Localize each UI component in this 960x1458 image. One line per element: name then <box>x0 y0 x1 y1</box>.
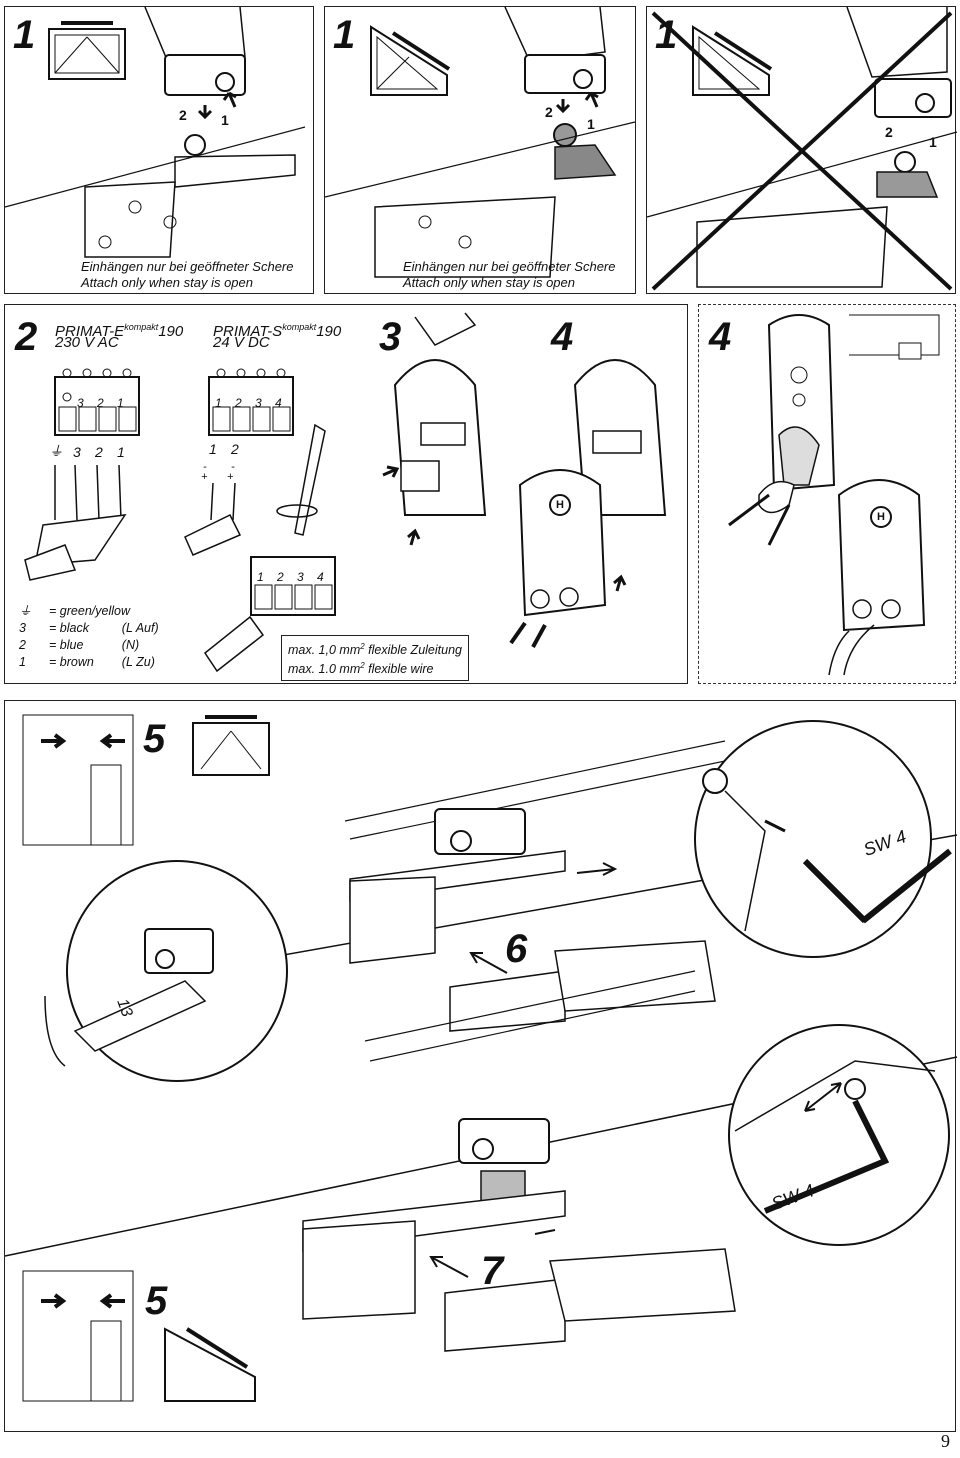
terminal-s-label-3: 3 <box>255 396 262 410</box>
model-s-name: PRIMAT-S <box>213 323 283 340</box>
polarity-minus-1: - <box>203 461 207 473</box>
svg-text:2: 2 <box>545 104 553 120</box>
terminal-e-label-3: 3 <box>77 396 84 410</box>
mounting-illustration <box>4 714 958 1402</box>
polarity-plus-1: + <box>201 471 208 483</box>
wire-s-label-1: 1 <box>209 441 217 457</box>
window-closed-icon <box>48 21 126 80</box>
svg-text:2: 2 <box>179 107 187 123</box>
window-tilted-icon <box>370 25 451 96</box>
svg-text:2: 2 <box>276 570 284 584</box>
polarity-plus-2: + <box>227 471 234 483</box>
actuator-attach-illustration: 2 1 <box>324 6 636 278</box>
step1-panel-a: 1 2 1 Einhängen nur bei geöffneter Scher… <box>4 6 314 294</box>
step5-7-panel: 5 6 7 5 13 SW 4 SW 4 <box>4 700 958 1432</box>
legend-row: 2= blue(N) <box>19 638 140 652</box>
model-e-sup: kompakt <box>124 322 159 332</box>
caption-de: Einhängen nur bei geöffneter Schere <box>81 259 294 274</box>
svg-text:4: 4 <box>317 570 324 584</box>
svg-text:3: 3 <box>297 570 304 584</box>
terminal-block-e <box>54 368 140 436</box>
model-s-title: PRIMAT-Skompakt190 <box>213 319 341 340</box>
legend-row: ⏚= green/yellow <box>19 604 130 618</box>
terminal-e-label-2: 2 <box>97 396 104 410</box>
cover-mark-h: H <box>556 499 564 511</box>
step-number: 1 <box>655 13 678 57</box>
model-e-title: PRIMAT-Ekompakt190 <box>55 319 183 340</box>
step-number-4: 4 <box>551 315 574 359</box>
step-number-5b: 5 <box>145 1279 168 1323</box>
model-s-size: 190 <box>316 323 342 340</box>
svg-text:1: 1 <box>221 112 229 128</box>
model-s-sup: kompakt <box>282 322 317 332</box>
model-e-voltage: 230 V AC <box>55 334 119 351</box>
step-number-3: 3 <box>379 315 402 359</box>
cover-removal-illustration <box>728 314 940 676</box>
wire-e-ground-icon: ⏚ <box>49 443 63 459</box>
step-number-7: 7 <box>481 1249 504 1293</box>
caption-de: Einhängen nur bei geöffneter Schere <box>403 259 616 274</box>
wire-e-label-1: 1 <box>117 444 125 460</box>
polarity-minus-2: - <box>231 461 235 473</box>
step4-alt-panel: 4 H <box>698 304 956 684</box>
terminal-s-label-2: 2 <box>235 396 242 410</box>
step-number: 4 <box>709 315 732 359</box>
caption-en: Attach only when stay is open <box>403 275 575 290</box>
legend-row: 1= brown(L Zu) <box>19 655 155 669</box>
caption-en: Attach only when stay is open <box>81 275 253 290</box>
cover-mark-h: H <box>877 511 885 523</box>
cable-illustration: 1 2 3 4 <box>24 312 667 673</box>
window-tilted-icon <box>692 25 773 96</box>
step-number: 1 <box>13 13 36 57</box>
step-number: 1 <box>333 13 356 57</box>
step2-4-panel: 2 PRIMAT-Ekompakt190 230 V AC PRIMAT-Sko… <box>4 304 688 684</box>
wire-s-label-2: 2 <box>231 441 239 457</box>
wire-spec-de: max. 1,0 mm2 flexible Zuleitung <box>288 642 462 658</box>
step-number: 2 <box>15 315 38 359</box>
terminal-block-s <box>208 368 294 436</box>
step1-panel-c-wrong: 1 2 1 <box>646 6 958 294</box>
step-number-5: 5 <box>143 717 166 761</box>
svg-text:1: 1 <box>929 134 937 150</box>
svg-text:1: 1 <box>257 570 264 584</box>
terminal-e-label-1: 1 <box>117 396 124 410</box>
actuator-wrong-illustration: 2 1 <box>646 6 958 291</box>
svg-text:1: 1 <box>587 116 595 132</box>
terminal-s-label-4: 4 <box>275 396 282 410</box>
wire-e-label-3: 3 <box>73 444 81 460</box>
wire-spec-en: max. 1.0 mm2 flexible wire <box>288 661 434 677</box>
svg-text:2: 2 <box>885 124 893 140</box>
wire-color-legend: ⏚= green/yellow 3= black(L Auf) 2= blue(… <box>19 603 159 671</box>
model-e-name: PRIMAT-E <box>55 323 125 340</box>
wire-spec-note: max. 1,0 mm2 flexible Zuleitung max. 1.0… <box>281 635 469 682</box>
actuator-attach-illustration: 2 1 <box>4 6 306 258</box>
model-s-voltage: 24 V DC <box>213 334 270 351</box>
page-number: 9 <box>941 1431 950 1451</box>
wire-e-label-2: 2 <box>95 444 103 460</box>
step1-panel-b: 1 2 1 Einhängen nur bei geöffneter Scher… <box>324 6 636 294</box>
step-number-6: 6 <box>505 927 528 971</box>
terminal-s-label-1: 1 <box>215 396 222 410</box>
legend-row: 3= black(L Auf) <box>19 621 159 635</box>
model-e-size: 190 <box>158 323 184 340</box>
